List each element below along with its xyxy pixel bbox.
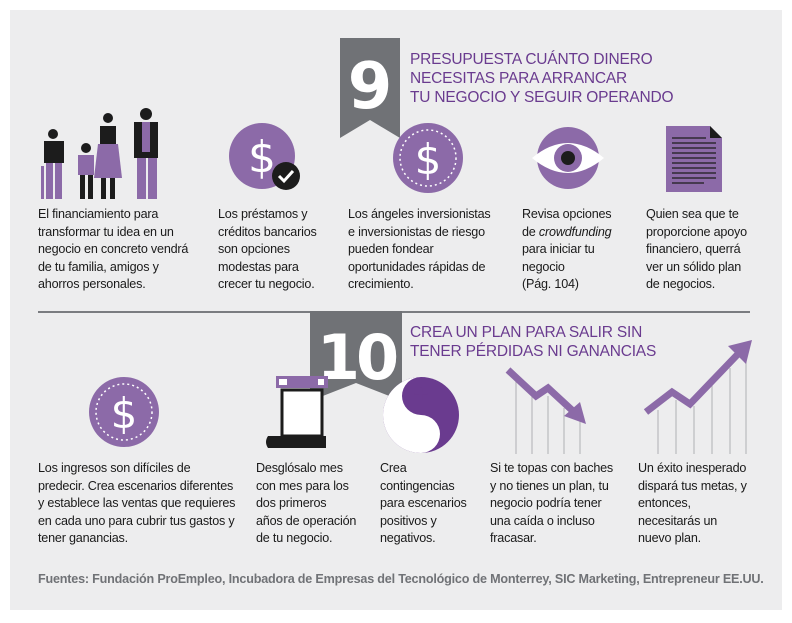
dollar-coin-icon: $: [393, 123, 463, 193]
dollar-coin-icon: $: [89, 377, 159, 447]
svg-text:+: +: [413, 381, 430, 405]
contingencies-text: Crea contingencias para escenarios posit…: [380, 461, 467, 545]
svg-text:$: $: [248, 132, 276, 183]
svg-text:$: $: [415, 135, 442, 184]
step-10-heading: CREA UN PLAN PARA SALIR SIN TENER PÉRDID…: [410, 324, 657, 360]
svg-text:−: −: [413, 420, 430, 444]
dollar-check-icon: $: [229, 123, 300, 190]
sources-footer: Fuentes: Fundación ProEmpleo, Incubadora…: [38, 572, 764, 586]
up-trend-icon: [643, 340, 752, 454]
crowdfunding-text: Revisa opciones de crowdfunding para ini…: [522, 207, 612, 291]
family-icon: [41, 108, 158, 199]
svg-text:$: $: [111, 389, 138, 438]
success-text: Un éxito inesperado dispará tus metas, y…: [638, 461, 747, 545]
calendar-scroll-icon: [266, 376, 328, 448]
step-9-heading: PRESUPUESTA CUÁNTO DINERO NECESITAS PARA…: [410, 51, 674, 106]
business-plan-text: Quien sea que te proporcione apoyo finan…: [646, 207, 747, 291]
downturn-text: Si te topas con baches y no tienes un pl…: [490, 461, 614, 545]
eye-icon: [532, 127, 604, 189]
family-text: El financiamiento para transformar tu id…: [38, 207, 189, 291]
bank-loans-text: Los préstamos y créditos bancarios son o…: [218, 207, 317, 291]
plus-minus-icon: + −: [383, 377, 459, 453]
monthly-breakdown-text: Desglósalo mes con mes para los dos prim…: [256, 461, 357, 545]
step-9-number: 9: [348, 50, 393, 124]
step-10-number: 10: [317, 321, 397, 394]
down-trend-icon: [505, 367, 586, 454]
step-9-ribbon: 9: [340, 38, 400, 138]
income-text: Los ingresos son difíciles de predecir. …: [38, 461, 236, 545]
angel-investors-text: Los ángeles inversionistas e inversionis…: [348, 207, 491, 291]
crowdfunding-word: crowdfunding: [538, 224, 612, 239]
document-icon: [666, 126, 722, 192]
step-10-ribbon: 10: [310, 311, 402, 401]
